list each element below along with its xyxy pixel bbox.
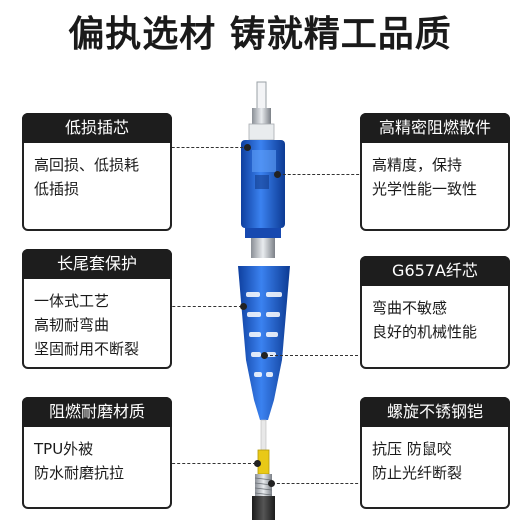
card-text: 光学性能一致性 (372, 180, 478, 198)
card-text: 良好的机械性能 (372, 323, 478, 341)
feature-card-precision-parts: 高精密阻燃散件 高精度，保持 光学性能一致性 (360, 113, 510, 231)
page-title: 偏执选材 铸就精工品质 (68, 14, 452, 55)
feature-card-jacket: 阻燃耐磨材质 TPU外被 防水耐磨抗拉 (22, 397, 172, 509)
leader-dot-2 (274, 171, 281, 178)
leader-line-2 (278, 174, 364, 175)
leader-line-6 (272, 483, 363, 484)
card-title: 阻燃耐磨材质 (22, 397, 172, 427)
leader-dot-6 (268, 480, 275, 487)
feature-card-boot: 长尾套保护 一体式工艺 高韧耐弯曲 坚固耐用不断裂 (22, 249, 172, 369)
leader-line-3 (162, 306, 242, 307)
card-text: 高精度，保持 (372, 156, 463, 174)
card-text: 高回损、低损耗 (34, 156, 140, 174)
card-text: 抗压 防鼠咬 (372, 440, 452, 458)
card-text: 防水耐磨抗拉 (34, 464, 125, 482)
card-title: 高精密阻燃散件 (360, 113, 510, 143)
leader-dot-5 (254, 460, 261, 467)
card-text: 防止光纤断裂 (372, 464, 463, 482)
leader-line-5 (162, 463, 256, 464)
card-title: 螺旋不锈钢铠 (360, 397, 510, 427)
feature-card-ferrule: 低损插芯 高回损、低损耗 低插损 (22, 113, 172, 231)
card-text: TPU外被 (34, 440, 94, 458)
card-title: 长尾套保护 (22, 249, 172, 279)
feature-card-fiber-core: G657A纤芯 弯曲不敏感 良好的机械性能 (360, 256, 510, 369)
leader-line-1 (162, 147, 248, 148)
leader-dot-3 (240, 303, 247, 310)
card-text: 高韧耐弯曲 (34, 316, 110, 334)
leader-dot-4 (261, 352, 268, 359)
leader-line-4 (265, 355, 363, 356)
card-text: 低插损 (34, 180, 80, 198)
card-title: 低损插芯 (22, 113, 172, 143)
leader-dot-1 (244, 144, 251, 151)
card-text: 弯曲不敏感 (372, 299, 448, 317)
card-title: G657A纤芯 (360, 256, 510, 286)
card-text: 坚固耐用不断裂 (34, 340, 140, 358)
feature-card-armor: 螺旋不锈钢铠 抗压 防鼠咬 防止光纤断裂 (360, 397, 510, 509)
card-text: 一体式工艺 (34, 292, 110, 310)
